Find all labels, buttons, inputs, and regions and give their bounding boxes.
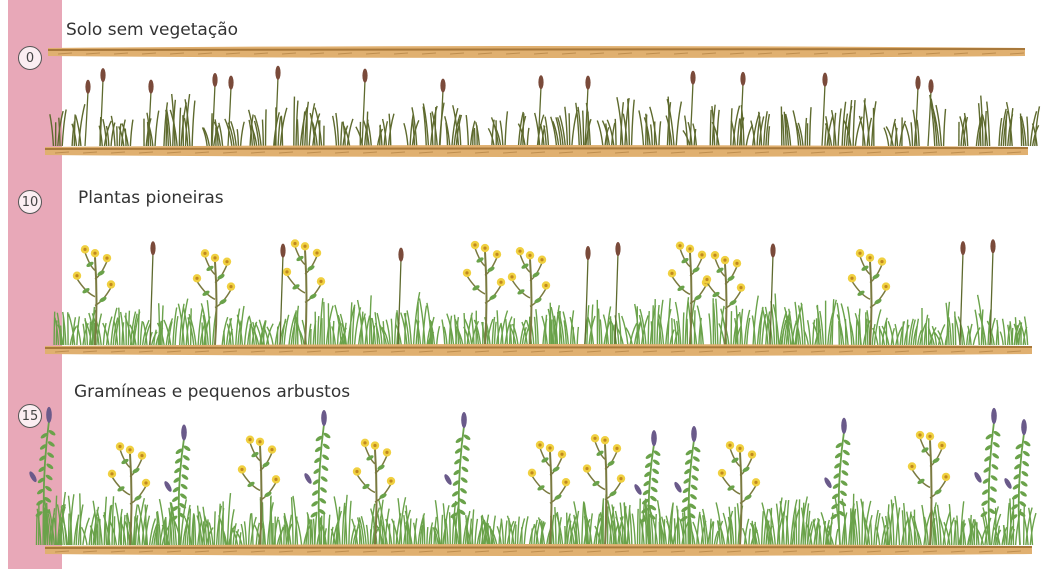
grass-tuft-row [50, 66, 1040, 146]
pioneer-plant-row [54, 239, 1028, 345]
soil-strip-3 [45, 544, 1032, 556]
bare-soil-strip [48, 46, 1025, 58]
grass-shrub-row [28, 407, 1036, 545]
soil-strip-1 [45, 145, 1028, 157]
soil-strip-2 [45, 344, 1032, 356]
